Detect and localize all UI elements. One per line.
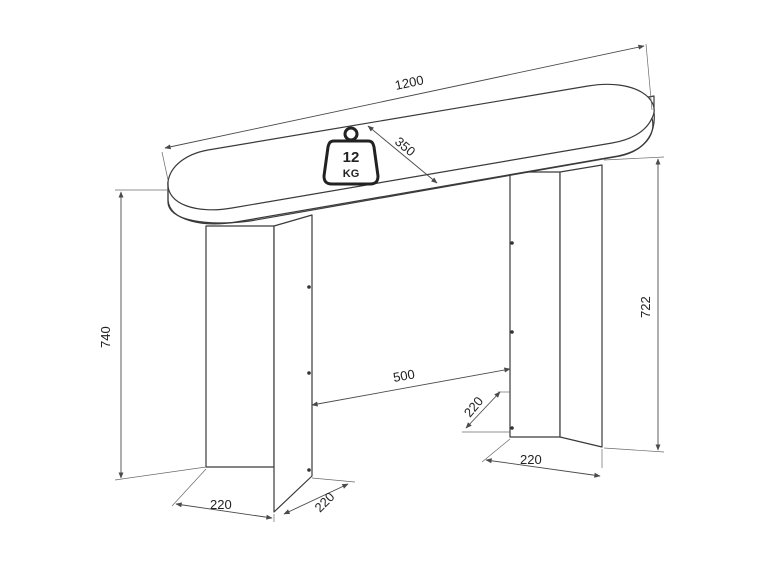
dimension-left-leg-depth-label: 220 [312, 489, 338, 515]
dimension-leg-height-label: 722 [638, 296, 653, 318]
left-leg [205, 214, 313, 513]
dimension-inner-span-label: 500 [392, 366, 416, 385]
dimension-right-leg-depth: 220 [461, 391, 510, 433]
dimension-total-height-label: 740 [98, 326, 113, 348]
dimension-left-leg-width: 220 [171, 468, 275, 522]
dimension-length-label: 1200 [394, 72, 425, 93]
dimension-right-leg-width-label: 220 [520, 452, 542, 467]
weight-icon: 12 KG [322, 126, 380, 186]
dimension-left-leg-width-label: 220 [210, 497, 232, 512]
dimension-right-leg-depth-label: 220 [461, 394, 486, 420]
dimension-length: 1200 [161, 43, 653, 181]
dimension-total-height: 740 [98, 189, 207, 481]
weight-value: 12 [343, 149, 360, 166]
dimension-inner-span: 500 [311, 366, 511, 407]
dimension-leg-height: 722 [603, 156, 665, 453]
weight-unit: KG [343, 168, 360, 180]
right-leg [509, 164, 603, 448]
dimension-right-leg-width: 220 [481, 438, 603, 478]
